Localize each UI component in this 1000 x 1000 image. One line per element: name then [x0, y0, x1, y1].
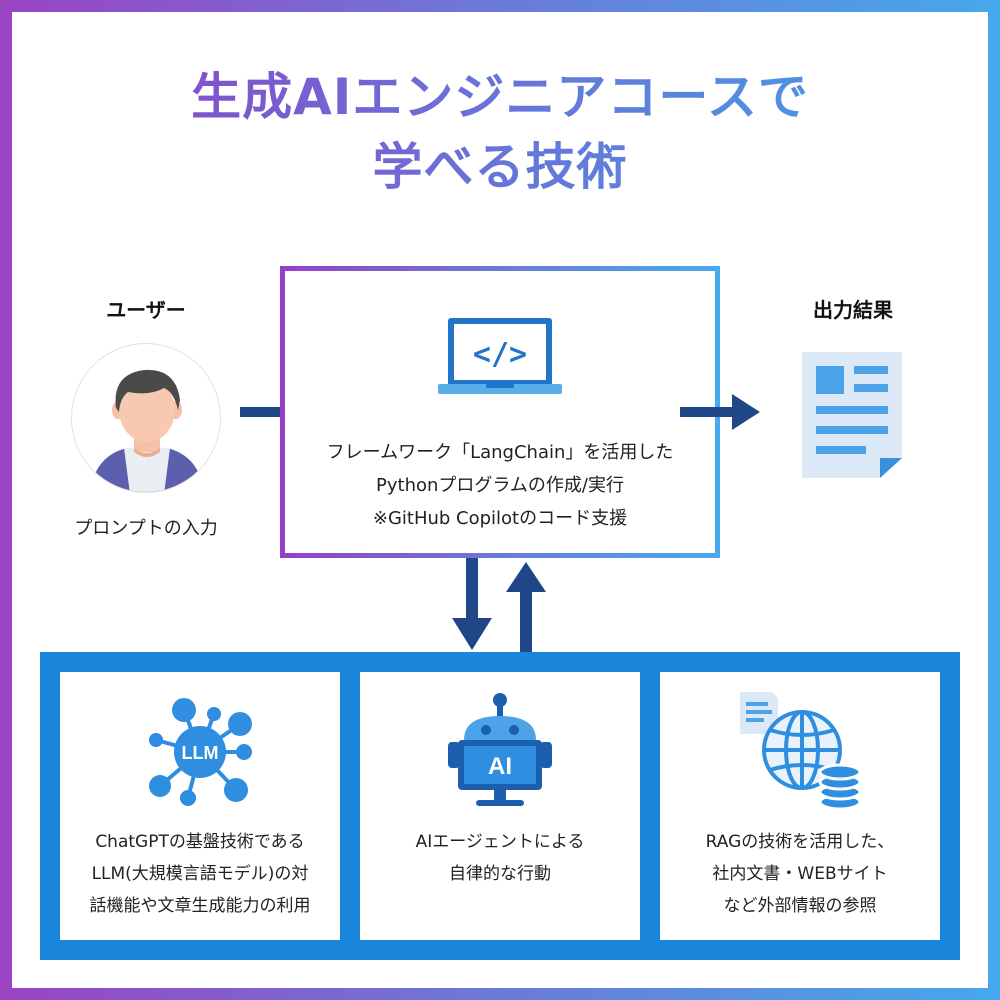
- person-icon: [90, 369, 204, 492]
- card-llm-text: ChatGPTの基盤技術である LLM(大規模言語モデル)の対 話機能や文章生成…: [60, 826, 340, 922]
- card-ai-line-1: AIエージェントによる: [415, 832, 585, 852]
- llm-network-icon: LLM: [149, 698, 252, 806]
- processing-description: フレームワーク「LangChain」を活用した Pythonプログラムの作成/実…: [280, 436, 720, 535]
- card-rag-line-2: 社内文書・WEBサイト: [712, 864, 888, 884]
- card-llm-line-3: 話機能や文章生成能力の利用: [89, 896, 311, 916]
- robot-monitor-icon: AI: [448, 693, 552, 806]
- user-caption: プロンプトの入力: [74, 518, 218, 539]
- document-icon: [802, 352, 902, 478]
- card-llm-line-1: ChatGPTの基盤技術である: [95, 832, 305, 852]
- processing-line-2: Pythonプログラムの作成/実行: [376, 475, 624, 496]
- card-rag-line-1: RAGの技術を活用した、: [705, 832, 895, 852]
- card-llm: [60, 672, 340, 940]
- arrow-down-icon: [452, 558, 492, 650]
- title-line-2: 学べる技術: [372, 138, 628, 196]
- user-avatar: [71, 343, 221, 493]
- processing-line-1: フレームワーク「LangChain」を活用した: [326, 442, 674, 463]
- globe-database-icon: [740, 692, 862, 811]
- arrow-right-icon: [680, 394, 760, 430]
- card-llm-line-2: LLM(大規模言語モデル)の対: [91, 864, 309, 884]
- output-label: 出力結果: [813, 298, 893, 322]
- card-ai-agent-text: AIエージェントによる 自律的な行動: [360, 826, 640, 890]
- user-label: ユーザー: [106, 298, 186, 322]
- page-title: 生成AIエンジニアコースで 学べる技術: [0, 62, 1000, 202]
- card-rag-text: RAGの技術を活用した、 社内文書・WEBサイト など外部情報の参照: [660, 826, 940, 922]
- card-ai-line-2: 自律的な行動: [449, 864, 551, 884]
- ai-glyph: AI: [488, 753, 512, 780]
- processing-line-3: ※GitHub Copilotのコード支援: [372, 508, 628, 529]
- llm-glyph: LLM: [182, 743, 219, 763]
- title-line-1: 生成AIエンジニアコースで: [191, 68, 809, 126]
- code-glyph: </>: [473, 337, 527, 372]
- code-laptop-icon: </>: [438, 318, 562, 394]
- arrow-up-icon: [506, 562, 546, 652]
- card-rag-line-3: など外部情報の参照: [723, 896, 877, 916]
